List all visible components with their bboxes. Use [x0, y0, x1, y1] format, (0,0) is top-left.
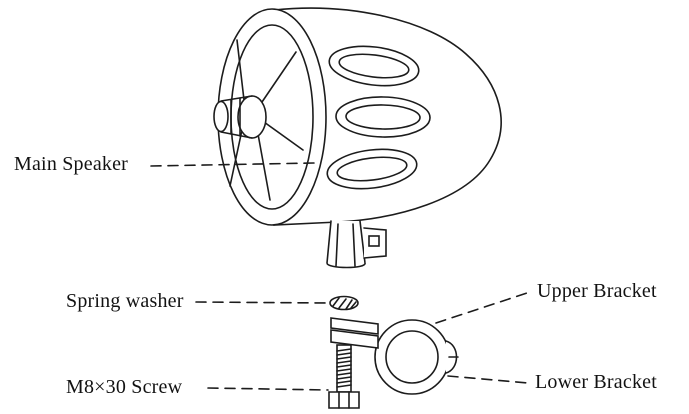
label-spring-washer: Spring washer: [66, 290, 184, 312]
leader-main-speaker: [150, 162, 315, 167]
label-lower-bracket: Lower Bracket: [535, 371, 657, 393]
leader-lines: [150, 162, 531, 391]
screw-drawing: [328, 344, 360, 409]
speaker-spokes: [229, 39, 304, 201]
main-speaker-drawing: [213, 7, 502, 269]
leader-m8-screw: [207, 387, 329, 391]
upper-bracket-flange: [330, 317, 379, 335]
speaker-vent-bottom: [326, 148, 418, 190]
label-m8x30-screw: M8×30 Screw: [66, 376, 183, 398]
screw-threads: [336, 348, 352, 388]
label-upper-bracket: Upper Bracket: [537, 280, 657, 302]
lower-bracket-flange: [330, 329, 379, 349]
spring-washer-drawing: [329, 295, 359, 311]
speaker-vent-top: [328, 45, 420, 87]
screw-head: [328, 391, 360, 409]
speaker-stem-clip: [363, 227, 387, 259]
speaker-stem: [326, 220, 366, 269]
bracket-clamp-drawing: [330, 317, 459, 395]
clamp-ring-inner: [385, 330, 439, 384]
speaker-body: [273, 7, 502, 226]
leader-upper-bracket: [435, 291, 531, 324]
speaker-hub: [237, 95, 267, 139]
leader-lower-bracket: [447, 375, 529, 384]
speaker-vent-middle: [335, 96, 431, 138]
label-main-speaker: Main Speaker: [14, 153, 129, 175]
leader-spring-washer: [195, 301, 328, 304]
